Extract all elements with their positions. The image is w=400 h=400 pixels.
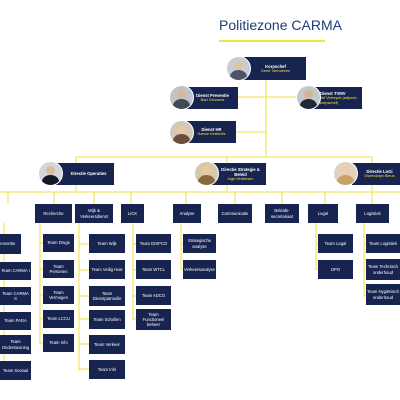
logistiek-item: Team Hygiënisch onderhoud	[366, 284, 400, 305]
tvmv-role: Dienst TVMV	[320, 90, 346, 96]
hr-box: Dienst HR Hanne Kerkhofs	[180, 121, 236, 143]
column-header-analyse: Analyse	[173, 204, 201, 223]
directie-strategie-box: Directie Strategie & Beleid Inge Verbies…	[208, 163, 266, 185]
korpschef-name: Geert Verhoeven	[260, 67, 291, 73]
interventie-item: Team CARMA II	[0, 287, 31, 305]
preventie-name: Bart Geusens	[200, 97, 225, 103]
legal-item: Team Legal	[318, 234, 353, 253]
directie-logi-photo	[333, 161, 358, 186]
column-header-recherche: Recherche	[35, 204, 72, 223]
interventie-item: Team Ondersteuning	[0, 335, 31, 354]
lick-item: Team DISPCO	[136, 234, 171, 253]
directie-logi-box: Directie LoGi Gwendolyn Bleus	[352, 163, 400, 185]
korpschef-photo	[226, 56, 251, 81]
directie-strategie-photo	[194, 161, 219, 186]
hr-photo	[169, 120, 194, 145]
column-header-lick: LICK	[121, 204, 144, 223]
directie-logi-role: Directie LoGi	[366, 169, 393, 175]
lick-item: Team Functioneel beheer	[136, 309, 171, 330]
directie-operaties-photo	[38, 161, 63, 186]
column-header-beleid: Beleids-secretariaat	[265, 204, 299, 223]
korpschef-box: Korpschef Geert Verhoeven	[238, 57, 306, 80]
wijk-item: Team Info	[89, 360, 125, 379]
column-header-interventie: Interventie	[0, 234, 21, 254]
directie-logi-name: Gwendolyn Bleus	[364, 173, 395, 179]
recherche-item: Team LCCU	[43, 310, 74, 328]
hr-name: Hanne Kerkhofs	[197, 131, 226, 137]
interventie-item: Team Sociaal	[0, 361, 31, 380]
wijk-item: Team Dienstpatrouille	[89, 286, 125, 306]
logistiek-item: Team Logistiek	[366, 234, 400, 253]
recherche-item: Team Personen	[43, 260, 74, 278]
analyse-item: Verkeersanalyse	[183, 260, 216, 279]
directie-strategie-name: Inge Verbiesen	[227, 175, 254, 181]
column-header-wijk: Wijk & Verkeersdienst	[75, 204, 113, 223]
column-header-logistiek: Logistiek	[356, 204, 389, 223]
logistiek-item: Team Technisch onderhoud	[366, 259, 400, 280]
lick-item: Team ADCO	[136, 286, 171, 305]
hr-role: Dienst HR	[201, 127, 222, 133]
legal-item: DPO	[318, 260, 353, 279]
analyse-item: Strategische analyse	[183, 234, 216, 253]
preventie-role: Dienst Preventie	[196, 93, 229, 99]
tvmv-name: Jef Verreyck (adjunct-korpschef)	[320, 94, 358, 105]
directie-operaties-box: Directie Operaties	[56, 163, 114, 185]
recherche-item: Team Drugs	[43, 234, 74, 252]
preventie-photo	[169, 85, 194, 110]
chart-title: Politiezone CARMA	[219, 17, 342, 33]
lick-item: Team WTCL	[136, 260, 171, 279]
wijk-item: Team Schollen	[89, 310, 125, 329]
title-underline	[219, 40, 325, 42]
korpschef-role: Korpschef	[265, 63, 286, 69]
interventie-item: Team CARMA I	[0, 262, 31, 280]
wijk-item: Team Veilig Huis	[89, 260, 125, 279]
column-header-communicatie: Communicatie	[218, 204, 252, 223]
wijk-item: Team Wijk	[89, 234, 125, 253]
wijk-item: Team Verkeer	[89, 335, 125, 354]
directie-strategie-role: Directie Strategie & Beleid	[221, 166, 260, 177]
tvmv-photo	[296, 85, 321, 110]
interventie-item: Team PADA	[0, 312, 31, 330]
recherche-item: Team Info	[43, 334, 74, 352]
column-header-legal: Legal	[308, 204, 338, 223]
directie-operaties-role: Directie Operaties	[70, 171, 107, 177]
recherche-item: Team Vermogen	[43, 286, 74, 304]
preventie-box: Dienst Preventie Bart Geusens	[180, 87, 238, 109]
